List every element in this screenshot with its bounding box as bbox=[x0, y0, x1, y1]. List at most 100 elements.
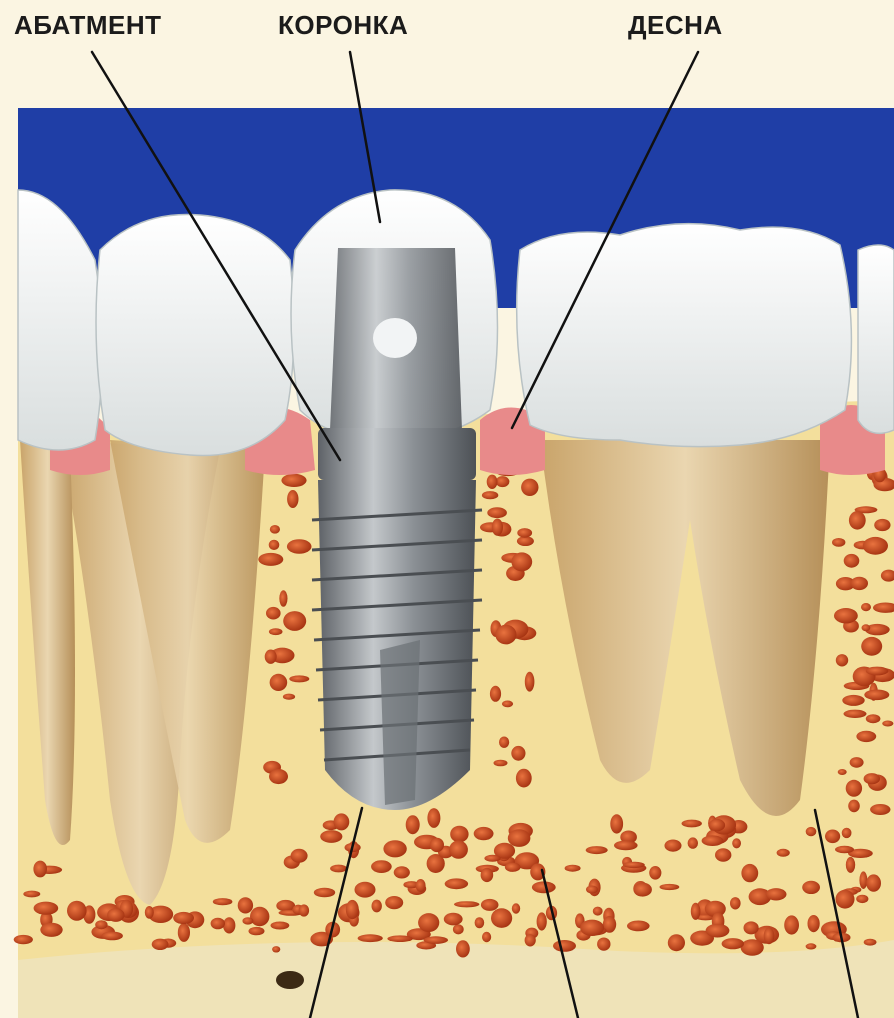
bone-pore bbox=[178, 923, 190, 942]
bone-pore bbox=[299, 904, 309, 916]
bone-pore bbox=[482, 932, 491, 942]
bone-pore bbox=[806, 943, 817, 949]
bone-pore bbox=[494, 760, 508, 767]
bone-pore bbox=[668, 934, 685, 951]
bone-pore bbox=[706, 924, 730, 938]
bone-pore bbox=[492, 519, 503, 536]
bone-pore bbox=[660, 884, 680, 890]
bone-pore bbox=[866, 667, 889, 676]
bone-pore bbox=[688, 837, 698, 848]
bone-pore bbox=[512, 903, 520, 913]
bone-pore bbox=[330, 865, 347, 873]
bone-pore bbox=[242, 917, 253, 924]
bone-pore bbox=[481, 868, 494, 882]
bone-pore bbox=[482, 491, 498, 499]
bone-pore bbox=[450, 826, 468, 843]
bone-pore bbox=[836, 890, 855, 909]
bone-pore bbox=[511, 746, 525, 761]
bone-pore bbox=[173, 912, 194, 924]
bone-pore bbox=[832, 538, 845, 547]
bone-pore bbox=[861, 637, 882, 656]
bone-pore bbox=[270, 525, 280, 534]
bone-pore bbox=[593, 907, 603, 916]
bone-pore bbox=[848, 800, 860, 813]
bone-pore bbox=[499, 737, 509, 748]
bone-pore bbox=[517, 528, 532, 538]
bone-pore bbox=[102, 932, 123, 941]
bone-pore bbox=[276, 900, 295, 912]
bone-pore bbox=[358, 934, 383, 942]
bone-pore bbox=[846, 857, 855, 873]
bone-pore bbox=[145, 906, 154, 919]
bone-pore bbox=[741, 939, 764, 956]
bone-pore bbox=[249, 927, 265, 935]
bone-pore bbox=[502, 701, 513, 708]
bone-pore bbox=[844, 554, 860, 568]
bone-pore bbox=[487, 475, 498, 489]
bone-pore bbox=[649, 866, 661, 880]
bone-pore bbox=[406, 815, 420, 834]
bone-pore bbox=[722, 938, 744, 949]
bone-pore bbox=[487, 507, 507, 518]
bone-pore bbox=[211, 918, 225, 930]
bone-pore bbox=[846, 780, 862, 797]
bone-pore bbox=[610, 814, 623, 833]
bone-pore bbox=[586, 846, 608, 854]
bone-pore bbox=[702, 835, 724, 846]
bone-pore bbox=[491, 908, 512, 928]
bone-pore bbox=[623, 862, 645, 868]
bone-pore bbox=[732, 838, 741, 848]
bone-pore bbox=[33, 861, 47, 878]
bone-pore bbox=[532, 881, 556, 893]
bone-pore bbox=[874, 519, 890, 531]
bone-pore bbox=[430, 838, 444, 852]
bone-pore bbox=[23, 891, 40, 898]
bone-pore bbox=[346, 900, 359, 919]
bone-pore bbox=[152, 939, 169, 950]
bone-pore bbox=[456, 940, 470, 957]
bone-pore bbox=[863, 537, 888, 555]
bone-pore bbox=[269, 540, 280, 550]
bone-pore bbox=[314, 888, 335, 898]
bone-pore bbox=[741, 864, 758, 882]
bone-pore bbox=[474, 827, 494, 840]
bone-pore bbox=[270, 674, 288, 691]
bone-pore bbox=[866, 714, 881, 723]
bone-pore bbox=[744, 921, 759, 934]
bone-pore bbox=[634, 883, 652, 897]
bone-pore bbox=[424, 936, 448, 944]
bone-pore bbox=[825, 830, 840, 844]
bone-pore bbox=[627, 921, 650, 932]
bone-pore bbox=[67, 901, 87, 921]
bone-pore bbox=[334, 813, 350, 830]
bone-pore bbox=[861, 603, 871, 611]
bone-pore bbox=[320, 830, 342, 843]
bone-pore bbox=[394, 866, 410, 878]
bone-pore bbox=[269, 769, 288, 784]
bone-pore bbox=[553, 940, 576, 952]
bone-pore bbox=[444, 913, 463, 926]
bone-pore bbox=[490, 686, 501, 702]
bone-pore bbox=[597, 938, 610, 951]
bone-pore bbox=[508, 829, 531, 847]
bone-pore bbox=[14, 935, 33, 944]
bone-pore bbox=[864, 939, 877, 946]
bone-pore bbox=[856, 895, 868, 903]
bone-pore bbox=[766, 888, 787, 900]
bone-pore bbox=[537, 912, 547, 930]
bone-pore bbox=[213, 898, 233, 905]
bone-pore bbox=[730, 897, 741, 909]
bone-pore bbox=[838, 769, 847, 775]
bone-pore bbox=[387, 935, 412, 942]
bone-pore bbox=[709, 819, 725, 831]
bone-pore bbox=[866, 874, 881, 891]
bone-pore bbox=[525, 672, 535, 692]
bone-pore bbox=[525, 934, 536, 946]
bone-pore bbox=[862, 624, 871, 631]
bone-pore bbox=[291, 849, 308, 863]
bone-pore bbox=[95, 920, 107, 929]
bone-pore bbox=[258, 553, 283, 566]
bone-pore bbox=[496, 476, 510, 487]
gum-label: ДЕСНА bbox=[628, 10, 723, 41]
bone-pore bbox=[808, 915, 820, 932]
